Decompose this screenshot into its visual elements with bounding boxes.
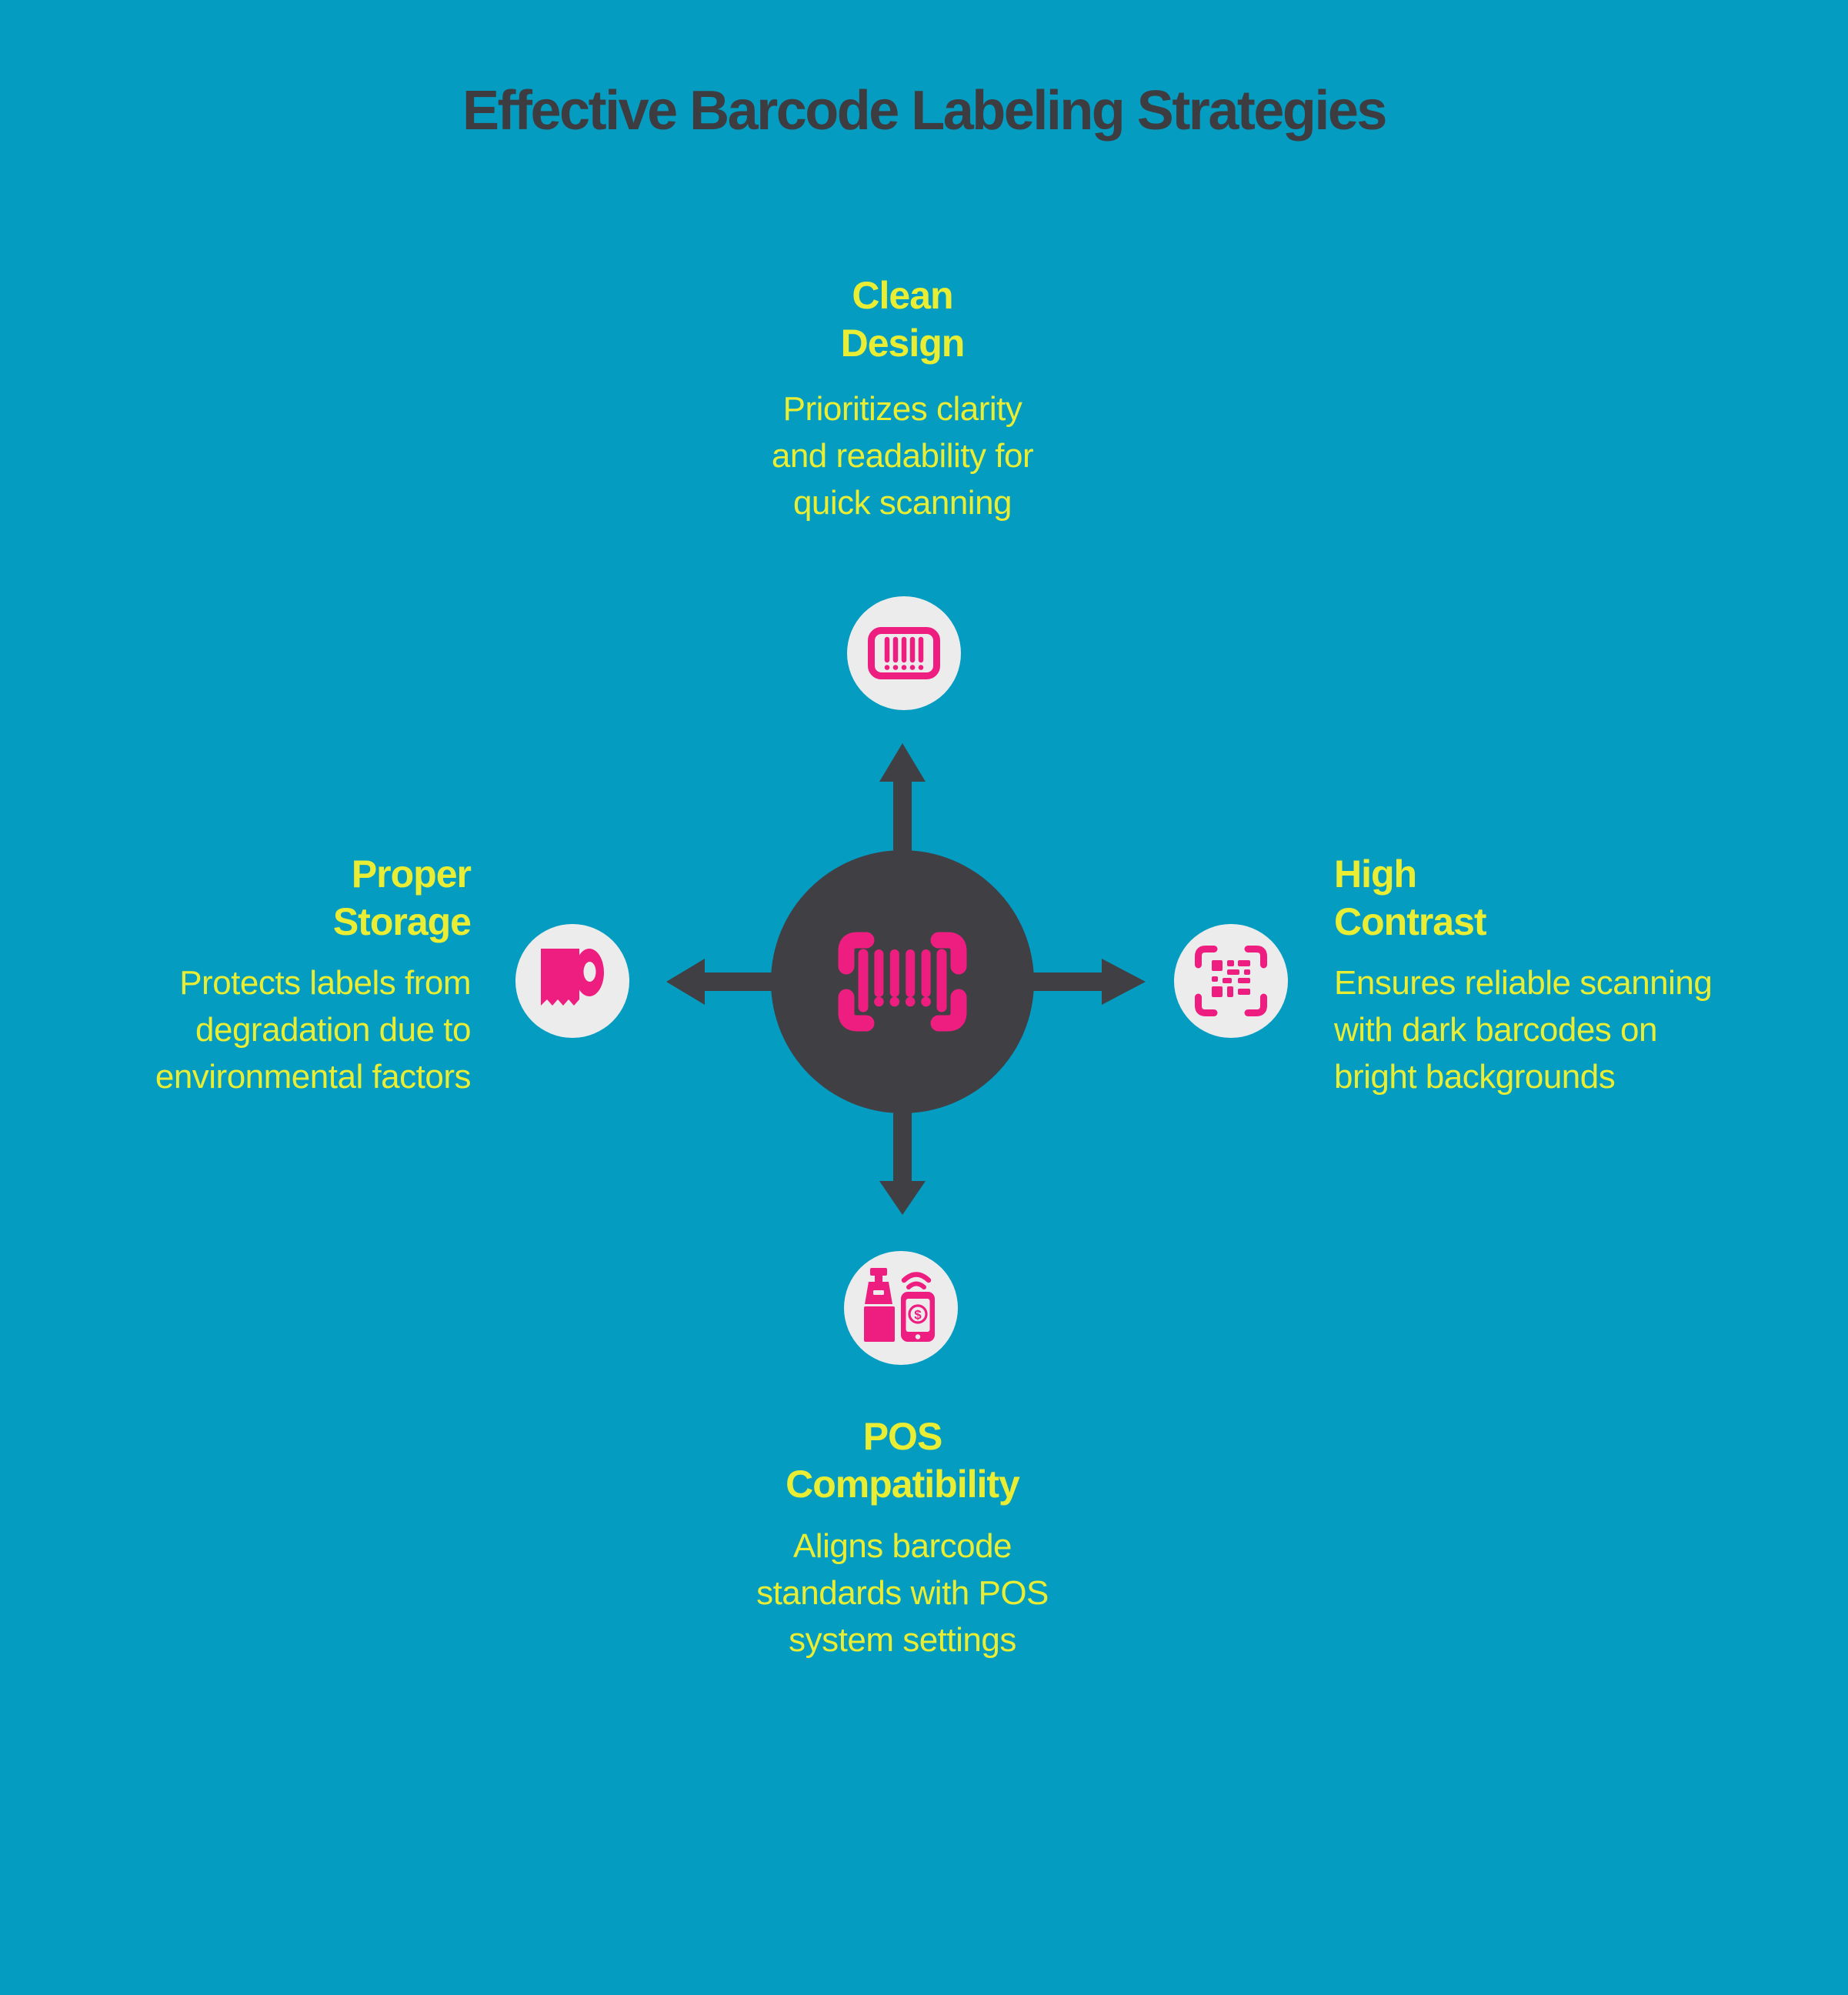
pos-compatibility-icon-circle: $	[844, 1251, 958, 1365]
arrow-right-icon	[1008, 959, 1146, 1005]
clean-design-icon-circle	[847, 596, 961, 710]
section-high-contrast: High Contrast Ensures reliable scanning …	[1334, 850, 1796, 1096]
section-pos-compatibility: POS Compatibility Aligns barcode standar…	[633, 1413, 1172, 1659]
mobile-payment-icon: $	[901, 1272, 935, 1342]
page-title: Effective Barcode Labeling Strategies	[462, 80, 1387, 142]
hub-circle	[771, 850, 1034, 1113]
pos-payment-icon: $	[864, 1268, 935, 1342]
label-roll-icon	[541, 949, 604, 1006]
proper-storage-icon-circle	[515, 924, 629, 1038]
hub-diagram	[666, 743, 1146, 1215]
high-contrast-icon-circle	[1174, 924, 1288, 1038]
qr-scan-frame-icon	[1195, 946, 1267, 1016]
clean-design-heading: Clean Design	[840, 274, 966, 365]
proper-storage-heading: Proper Storage	[332, 852, 472, 943]
barcode-scan-icon	[838, 932, 967, 1032]
barcode-label-icon	[868, 627, 940, 679]
pos-compatibility-heading: POS Compatibility	[786, 1415, 1020, 1506]
arrow-up-icon	[879, 743, 926, 877]
proper-storage-body: Protects labels from degradation due to …	[155, 964, 472, 1096]
section-clean-design: Clean Design Prioritizes clarity and rea…	[633, 272, 1172, 522]
pos-compatibility-body: Aligns barcode standards with POS system…	[756, 1527, 1049, 1659]
arrow-left-icon	[666, 959, 790, 1005]
clean-design-body: Prioritizes clarity and readability for …	[771, 390, 1034, 522]
arrow-down-icon	[879, 1093, 926, 1215]
dollar-sign-glyph: $	[914, 1308, 922, 1323]
high-contrast-body: Ensures reliable scanning with dark barc…	[1334, 964, 1713, 1096]
high-contrast-heading: High Contrast	[1334, 852, 1487, 943]
section-proper-storage: Proper Storage Protects labels from degr…	[71, 850, 472, 1096]
cash-register-icon	[864, 1268, 895, 1342]
